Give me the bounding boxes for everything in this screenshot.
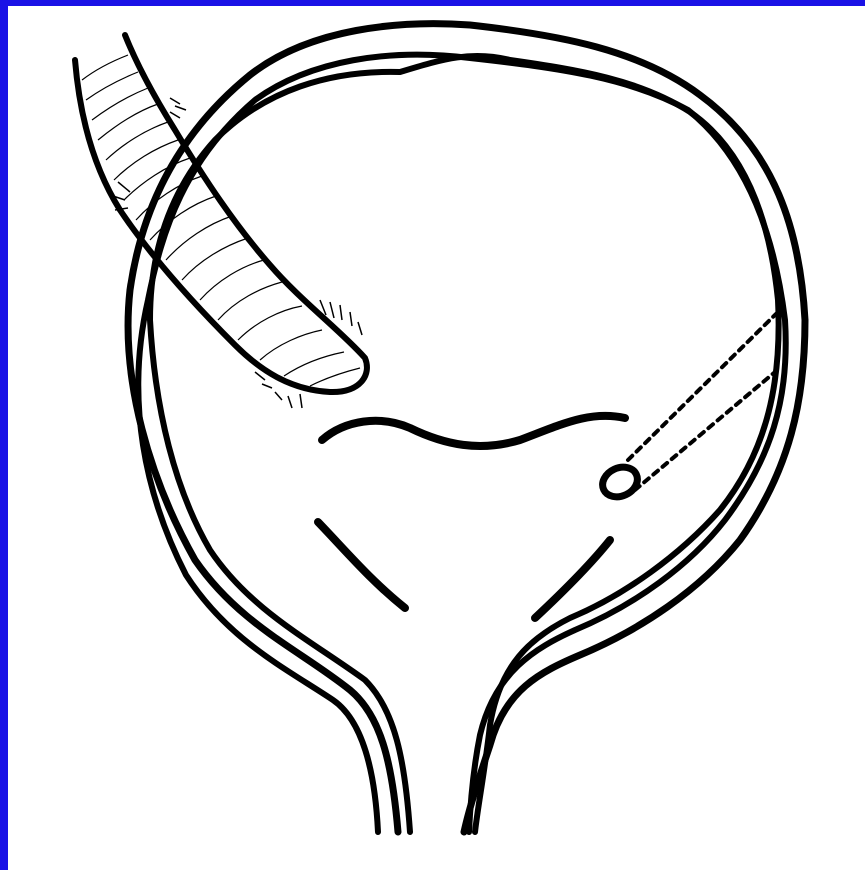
bowel-segment-outline — [75, 35, 367, 392]
interureteric-ridge — [322, 416, 625, 446]
trigone-left-limb — [318, 522, 405, 608]
ureteral-orifice-icon — [598, 462, 642, 503]
bladder-outer-wall — [128, 24, 805, 832]
